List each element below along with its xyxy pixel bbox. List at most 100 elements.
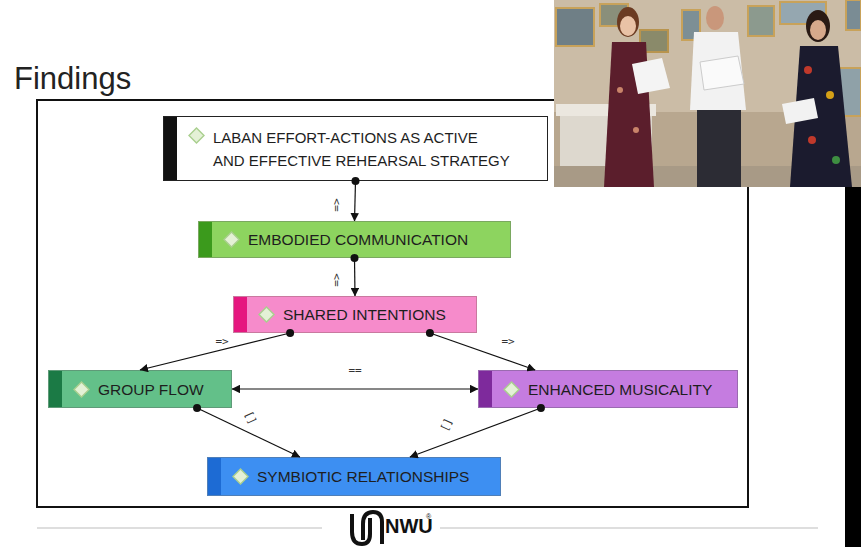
- logo-stroke: [363, 512, 382, 544]
- hair: [806, 10, 830, 42]
- diamond-icon: [232, 468, 249, 485]
- hair: [617, 7, 639, 37]
- dress-pattern: [832, 156, 840, 164]
- logo-text: NWU: [385, 515, 433, 538]
- dress-pattern: [808, 136, 816, 144]
- registered-mark: ®: [426, 513, 431, 520]
- concept-box: GROUP FLOW: [48, 370, 232, 408]
- relation-origin-dot: [286, 329, 294, 337]
- relation-origin-dot: [537, 404, 545, 412]
- node-text-box: GROUP FLOW: [98, 378, 228, 401]
- relation-arrow: [197, 408, 300, 457]
- relation-origin-dot: [351, 254, 359, 262]
- relation-arrow: [354, 258, 356, 296]
- dress: [604, 42, 654, 187]
- painting: [748, 6, 774, 36]
- logo-icon: [352, 512, 382, 544]
- painting: [780, 2, 826, 24]
- relation-arrow: [410, 408, 541, 457]
- wall: [554, 0, 861, 112]
- relation-origin-dot: [352, 177, 360, 185]
- score-paper: [700, 56, 744, 90]
- diamond-shape: [259, 307, 274, 322]
- node-label: ENHANCED MUSICALITY: [528, 378, 737, 401]
- node-text-box: SHARED INTENTIONS: [283, 303, 473, 326]
- relation-symbol: []: [242, 409, 258, 426]
- relation-arrow: [232, 388, 478, 389]
- relation-symbol: ==: [348, 365, 361, 377]
- color-bar: [199, 222, 212, 257]
- diamond-shape: [233, 469, 248, 484]
- face: [810, 20, 826, 40]
- painting: [832, 68, 861, 116]
- node-label: LABAN EFFORT-ACTIONS AS ACTIVE AND EFFEC…: [213, 126, 543, 172]
- floor: [554, 166, 861, 187]
- relation-arrow: [355, 181, 356, 221]
- color-bar: [164, 117, 177, 180]
- slide-title: Findings: [14, 61, 131, 97]
- trousers: [697, 110, 741, 187]
- footer-rule: [440, 528, 818, 529]
- relation-symbol: =>: [331, 273, 343, 286]
- relation-symbol: =>: [215, 336, 228, 348]
- painting: [640, 30, 668, 52]
- dress-pattern: [826, 91, 834, 99]
- face: [620, 16, 636, 36]
- relation-arrow: [140, 333, 290, 370]
- dress-pattern: [617, 87, 623, 93]
- painting: [846, 0, 861, 30]
- diamond-icon: [503, 381, 520, 398]
- painting: [556, 8, 594, 46]
- diagram-frame: [37, 100, 748, 507]
- shirt: [690, 32, 746, 110]
- dress-pattern: [633, 127, 639, 133]
- color-bar: [49, 371, 62, 407]
- diamond-shape: [504, 382, 519, 397]
- mantel: [556, 104, 656, 116]
- footer-rule: [37, 528, 322, 529]
- node-label: SYMBIOTIC RELATIONSHIPS: [257, 465, 500, 488]
- painting: [600, 4, 628, 26]
- relation-symbol: =>: [331, 198, 343, 211]
- relation-symbol: =>: [501, 336, 514, 348]
- relation-origin-dot: [426, 329, 434, 337]
- node-text-box: SYMBIOTIC RELATIONSHIPS: [257, 465, 500, 488]
- concept-box: SHARED INTENTIONS: [233, 296, 477, 333]
- color-bar: [208, 458, 221, 495]
- node-label: GROUP FLOW: [98, 378, 228, 401]
- node-text-box: ENHANCED MUSICALITY: [528, 378, 737, 401]
- diamond-icon: [73, 381, 90, 398]
- diamond-shape: [74, 382, 89, 397]
- concept-box: ENHANCED MUSICALITY: [478, 370, 738, 408]
- color-bar: [479, 371, 492, 407]
- relation-origin-dot: [193, 404, 201, 412]
- concept-box: EMBODIED COMMUNICATION: [198, 221, 511, 258]
- diamond-icon: [258, 306, 275, 323]
- dress-pattern: [804, 66, 812, 74]
- score-paper: [782, 98, 818, 124]
- diamond-shape: [224, 232, 239, 247]
- concept-box: LABAN EFFORT-ACTIONS AS ACTIVE AND EFFEC…: [163, 116, 548, 181]
- diamond-icon: [188, 127, 205, 144]
- relation-symbol: []: [439, 416, 455, 433]
- diamond-shape: [189, 128, 204, 143]
- relation-arrow: [430, 333, 535, 370]
- node-text-box: EMBODIED COMMUNICATION: [248, 228, 508, 251]
- painting: [682, 10, 700, 40]
- dress: [790, 46, 852, 187]
- video-background: [554, 0, 861, 187]
- node-label: SHARED INTENTIONS: [283, 303, 473, 326]
- diamond-icon: [223, 231, 240, 248]
- fireplace: [560, 116, 652, 187]
- face: [706, 6, 724, 30]
- concept-box: SYMBIOTIC RELATIONSHIPS: [207, 457, 501, 496]
- black-edge: [845, 187, 861, 547]
- node-label: EMBODIED COMMUNICATION: [248, 228, 508, 251]
- node-text-box: LABAN EFFORT-ACTIONS AS ACTIVE AND EFFEC…: [213, 126, 543, 172]
- color-bar: [234, 297, 247, 332]
